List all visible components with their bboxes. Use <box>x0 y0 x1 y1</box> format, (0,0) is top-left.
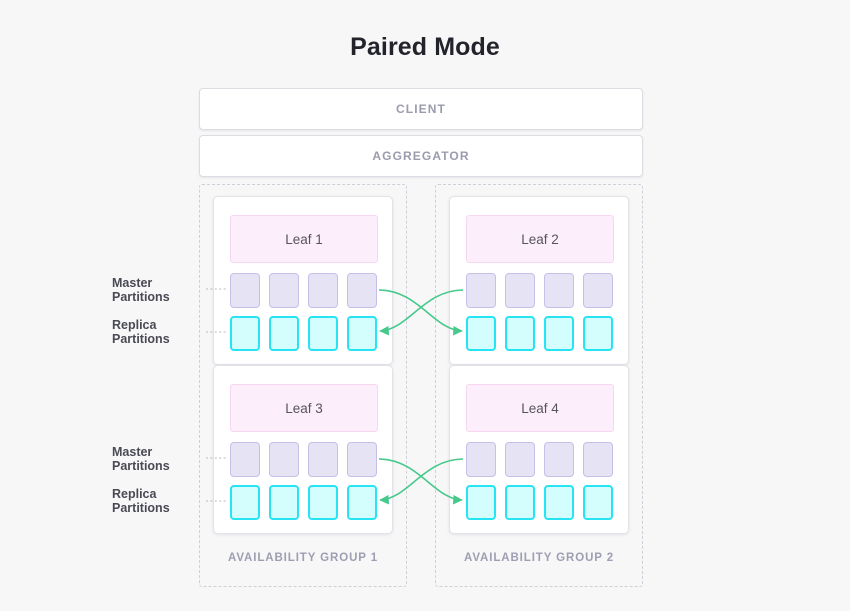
replica-partition <box>347 316 377 351</box>
page-title: Paired Mode <box>350 33 500 61</box>
master-partition <box>505 273 535 308</box>
master-partition-row-leaf-1 <box>230 273 377 308</box>
aggregator-label: AGGREGATOR <box>372 149 470 163</box>
replica-partition-row-leaf-3 <box>230 485 377 520</box>
leaf-header-4: Leaf 4 <box>466 384 614 432</box>
leaf-card-4: Leaf 4 <box>449 365 629 534</box>
leaf-label-3: Leaf 3 <box>285 400 323 416</box>
replica-partition <box>544 316 574 351</box>
annotation-line: Replica <box>112 487 157 501</box>
leaf-label-1: Leaf 1 <box>285 231 323 247</box>
availability-group-1: AVAILABILITY GROUP 1 <box>199 184 407 587</box>
replica-partition <box>544 485 574 520</box>
annotation-line: Partitions <box>112 501 170 515</box>
master-partition-row-leaf-3 <box>230 442 377 477</box>
client-label: CLIENT <box>396 102 446 116</box>
availability-group-1-label: AVAILABILITY GROUP 1 <box>227 552 379 564</box>
leaf-header-1: Leaf 1 <box>230 215 378 263</box>
leaf-label-2: Leaf 2 <box>521 231 559 247</box>
replica-partition-row-leaf-1 <box>230 316 377 351</box>
availability-group-2: AVAILABILITY GROUP 2 <box>435 184 643 587</box>
annotation-master-partitions-top: Master Partitions <box>112 276 202 304</box>
aggregator-box: AGGREGATOR <box>199 135 643 177</box>
leaf-card-2: Leaf 2 <box>449 196 629 365</box>
replica-partition <box>583 316 613 351</box>
master-partition <box>466 442 496 477</box>
annotation-replica-partitions-top: Replica Partitions <box>112 318 202 346</box>
master-partition <box>269 442 299 477</box>
replica-partition <box>230 485 260 520</box>
master-partition-row-leaf-4 <box>466 442 613 477</box>
master-partition <box>308 442 338 477</box>
annotation-line: Partitions <box>112 459 170 473</box>
replica-partition-row-leaf-2 <box>466 316 613 351</box>
master-partition <box>583 442 613 477</box>
master-partition <box>466 273 496 308</box>
replica-partition <box>505 485 535 520</box>
leaf-card-1: Leaf 1 <box>213 196 393 365</box>
master-partition <box>505 442 535 477</box>
master-partition <box>583 273 613 308</box>
master-partition <box>230 442 260 477</box>
annotation-line: Partitions <box>112 290 170 304</box>
replica-partition <box>347 485 377 520</box>
master-partition <box>347 442 377 477</box>
master-partition <box>544 273 574 308</box>
annotation-master-partitions-bottom: Master Partitions <box>112 445 202 473</box>
replica-partition <box>505 316 535 351</box>
annotation-replica-partitions-bottom: Replica Partitions <box>112 487 202 515</box>
master-partition <box>230 273 260 308</box>
leaf-label-4: Leaf 4 <box>521 400 559 416</box>
annotation-line: Master <box>112 276 153 290</box>
replica-partition <box>269 485 299 520</box>
availability-group-2-label: AVAILABILITY GROUP 2 <box>463 552 615 564</box>
leaf-header-2: Leaf 2 <box>466 215 614 263</box>
replica-partition <box>308 485 338 520</box>
master-partition <box>308 273 338 308</box>
master-partition <box>544 442 574 477</box>
replica-partition-row-leaf-4 <box>466 485 613 520</box>
replica-partition <box>230 316 260 351</box>
master-partition <box>269 273 299 308</box>
replica-partition <box>308 316 338 351</box>
client-box: CLIENT <box>199 88 643 130</box>
replica-partition <box>466 316 496 351</box>
replica-partition <box>466 485 496 520</box>
annotation-line: Partitions <box>112 332 170 346</box>
annotation-line: Master <box>112 445 153 459</box>
leaf-header-3: Leaf 3 <box>230 384 378 432</box>
replica-partition <box>269 316 299 351</box>
annotation-line: Replica <box>112 318 157 332</box>
master-partition <box>347 273 377 308</box>
master-partition-row-leaf-2 <box>466 273 613 308</box>
leaf-card-3: Leaf 3 <box>213 365 393 534</box>
replica-partition <box>583 485 613 520</box>
